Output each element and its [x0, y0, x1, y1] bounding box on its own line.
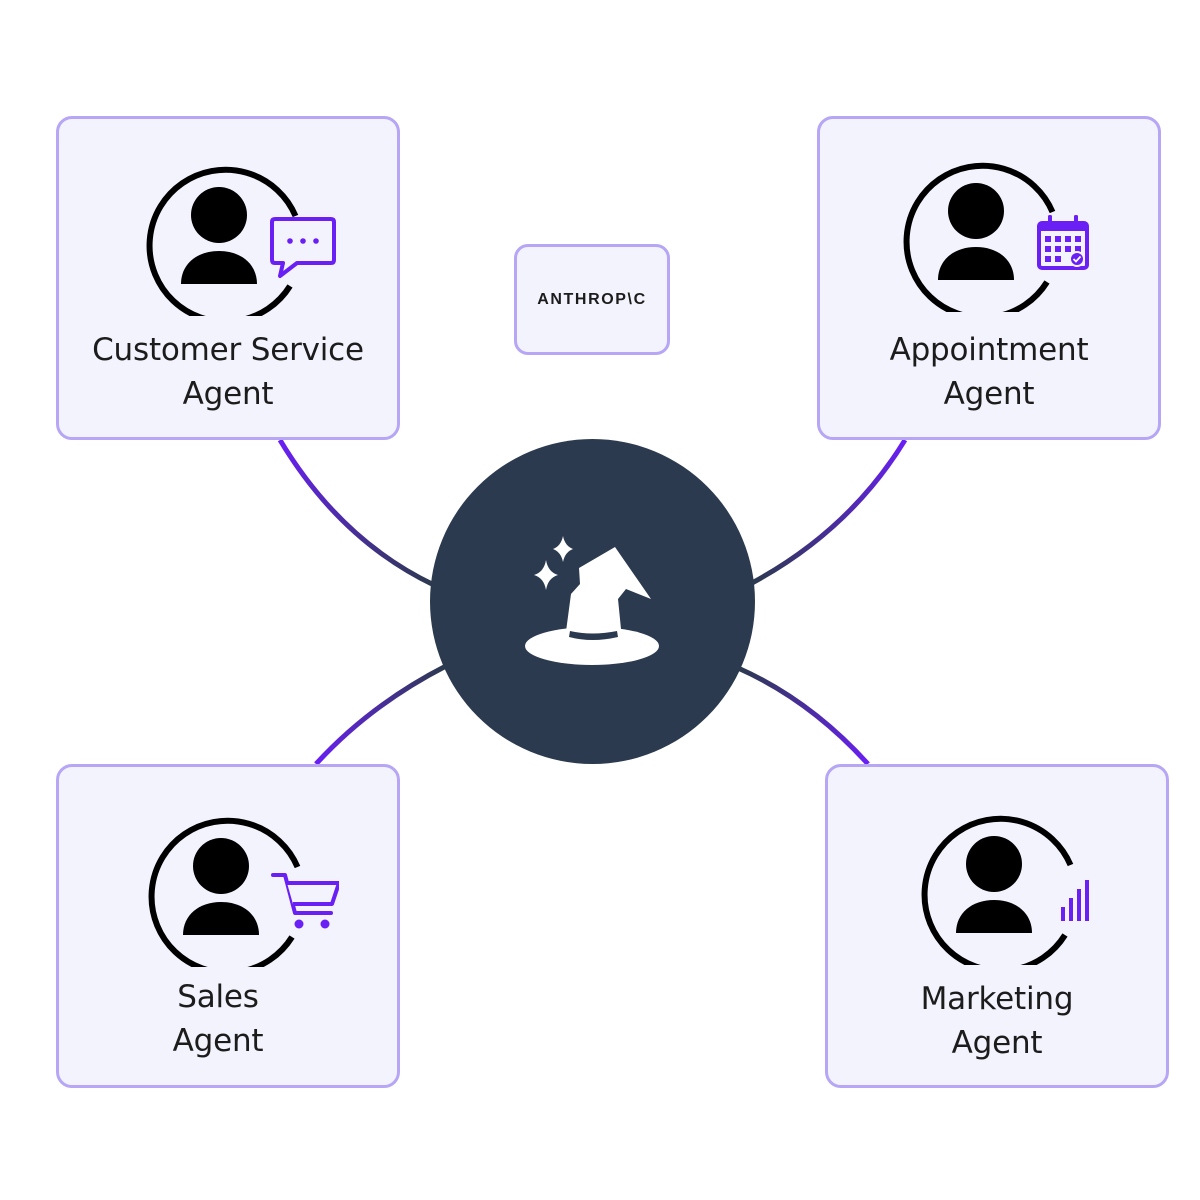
agent-label-line-1: Sales [177, 979, 259, 1015]
person-head [193, 838, 249, 894]
appointment-agent-card[interactable]: Appointment Agent [817, 116, 1161, 440]
bar-chart-icon [1061, 880, 1089, 921]
agent-label-line-1: Appointment [889, 332, 1089, 368]
agent-label: Customer Service Agent [59, 328, 397, 416]
marketing-agent-card[interactable]: Marketing Agent [825, 764, 1169, 1088]
avatar-ring [146, 166, 299, 316]
agent-label-line-2: Agent [943, 376, 1035, 412]
anthropic-logo-box: ANTHROP\C [514, 244, 670, 355]
wizard-hat-icon [525, 536, 659, 665]
person-body [181, 251, 257, 284]
calendar-icon [1037, 215, 1089, 270]
customer-service-agent-card[interactable]: Customer Service Agent [56, 116, 400, 440]
agent-avatar [921, 815, 1089, 965]
chat-bubble-icon [270, 217, 336, 278]
person-head [191, 187, 247, 243]
agent-label: Appointment Agent [820, 328, 1158, 416]
sparkle-icon [553, 536, 573, 562]
connector-marketing-hub [736, 665, 870, 766]
person-head [948, 183, 1004, 239]
agent-avatar [146, 166, 336, 316]
agent-label-line-2: Agent [182, 376, 274, 412]
shopping-cart-icon [271, 873, 339, 929]
agent-label: Sales Agent [59, 975, 397, 1063]
agent-label-line-1: Customer Service [92, 332, 364, 368]
person-body [938, 247, 1014, 280]
anthropic-logo: ANTHROP\C [537, 290, 647, 308]
orchestrator-hub[interactable] [430, 439, 755, 764]
sales-agent-card[interactable]: Sales Agent [56, 764, 400, 1088]
agent-avatar [148, 817, 339, 967]
agent-label-line-1: Marketing [920, 981, 1074, 1017]
agent-label-line-2: Agent [172, 1023, 264, 1059]
person-body [183, 902, 259, 935]
agent-avatar [903, 162, 1089, 312]
agent-label: Marketing Agent [828, 977, 1166, 1065]
sparkle-icon [534, 560, 558, 590]
connector-appointment-hub [750, 438, 908, 586]
connector-customer-service-hub [277, 438, 436, 588]
avatar-ring [903, 162, 1056, 312]
person-head [966, 836, 1022, 892]
avatar-ring [148, 817, 301, 967]
person-body [956, 900, 1032, 933]
agent-label-line-2: Agent [951, 1025, 1043, 1061]
avatar-ring [921, 815, 1074, 965]
connector-sales-hub [314, 663, 448, 766]
